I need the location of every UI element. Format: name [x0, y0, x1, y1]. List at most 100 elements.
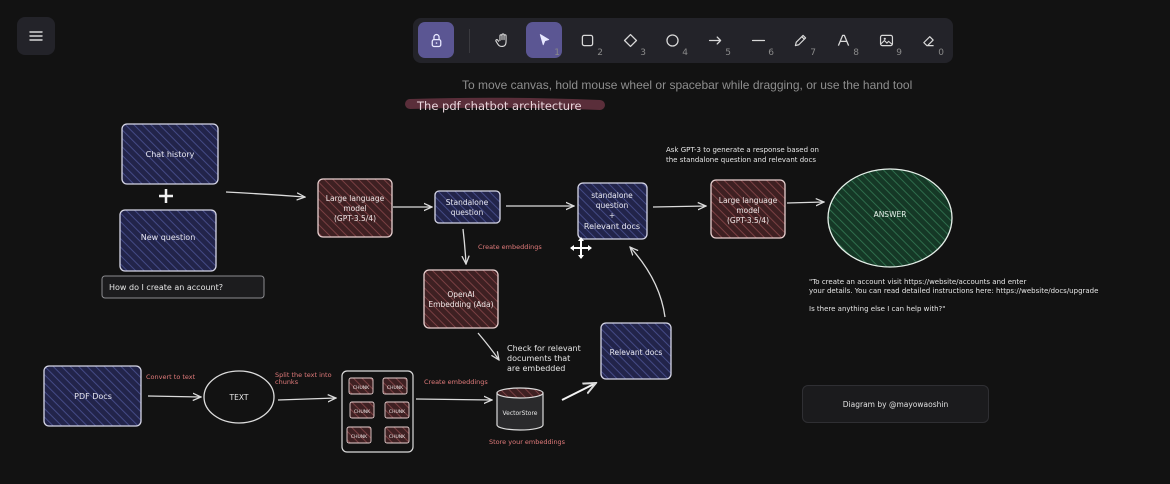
- chunk-box[interactable]: [384, 426, 410, 444]
- chunk-label: CHUNK: [351, 434, 368, 440]
- arrow-combo-to-llm2: [652, 206, 706, 207]
- gpt-note-line2: the standalone question and relevant doc…: [666, 156, 816, 164]
- llm1-label-line3: (GPT-3.5/4): [334, 214, 376, 223]
- check-text-line2: documents that: [507, 354, 570, 363]
- chunk-grid: CHUNK CHUNK CHUNK CHUNK CHUNK CHUNK: [346, 377, 410, 444]
- chunk-box[interactable]: [384, 401, 410, 419]
- check-text-line3: are embedded: [507, 364, 565, 373]
- new-question-label: New question: [141, 233, 196, 242]
- text-tool-button[interactable]: 8: [825, 22, 861, 58]
- eraser-tool-button[interactable]: 0: [910, 22, 946, 58]
- openai-embedding-box[interactable]: [423, 269, 499, 329]
- llm2-label-line2: model: [736, 206, 759, 215]
- tool-shortcut: 1: [554, 48, 560, 58]
- vectorstore-label: VectorStore: [503, 410, 538, 417]
- image-tool-button[interactable]: 9: [868, 22, 904, 58]
- toolbar-divider: [469, 29, 470, 53]
- user-query-box[interactable]: [101, 275, 265, 299]
- standalone-question-box[interactable]: [434, 190, 501, 224]
- rectangle-tool-button[interactable]: 2: [569, 22, 605, 58]
- llm2-label-line1: Large language: [719, 196, 778, 205]
- ellipse-tool-button[interactable]: 4: [654, 22, 690, 58]
- openai-label-line2: Embedding (Ada): [428, 300, 493, 309]
- convert-to-text-label: Convert to text: [146, 373, 196, 381]
- move-cursor-icon: [570, 237, 592, 259]
- chunk-box[interactable]: [346, 426, 372, 444]
- circle-icon: [665, 33, 679, 47]
- chunk-label: CHUNK: [354, 409, 371, 415]
- hamburger-icon: [29, 31, 43, 41]
- answer-circle[interactable]: [827, 168, 953, 268]
- tool-shortcut: 9: [896, 48, 902, 58]
- tool-shortcut: 6: [768, 48, 774, 58]
- answer-text-line1: "To create an account visit https://webs…: [809, 278, 1026, 286]
- tool-shortcut: 3: [640, 48, 646, 58]
- standalone-plus-docs-box[interactable]: [577, 182, 648, 240]
- line-tool-button[interactable]: 6: [740, 22, 776, 58]
- combo-label-line1: standalone: [591, 191, 633, 200]
- llm2-label-line3: (GPT-3.5/4): [727, 216, 769, 225]
- llm2-box[interactable]: [710, 179, 786, 239]
- line-icon: [751, 39, 765, 41]
- store-embeddings-label: Store your embeddings: [489, 438, 566, 446]
- combo-label-line3: +: [609, 211, 615, 220]
- canvas-hint-text: To move canvas, hold mouse wheel or spac…: [462, 78, 913, 92]
- split-label-line1: Split the text into: [275, 371, 332, 379]
- pointer-icon: [539, 33, 549, 45]
- llm1-box[interactable]: [317, 178, 393, 238]
- combo-label-line4: Relevant docs: [584, 222, 640, 231]
- vectorstore-cylinder[interactable]: [496, 387, 544, 431]
- text-node[interactable]: [203, 370, 275, 424]
- lock-tool-button[interactable]: [418, 22, 454, 58]
- arrow-vectorstore-to-docs: [561, 383, 596, 401]
- arrow-chunks-to-vectorstore: [415, 399, 492, 400]
- hand-tool-button[interactable]: [484, 22, 520, 58]
- arrow-right-icon: [708, 35, 721, 45]
- diamond-icon: [623, 33, 637, 47]
- tool-shortcut: 4: [682, 48, 688, 58]
- pdf-docs-box[interactable]: [43, 365, 142, 427]
- hand-icon: [494, 32, 507, 47]
- draw-tool-button[interactable]: 7: [782, 22, 818, 58]
- chunk-label: CHUNK: [389, 409, 406, 415]
- standalone-label-line1: Standalone: [446, 198, 489, 207]
- chunk-label: CHUNK: [387, 385, 404, 391]
- image-icon: [879, 34, 893, 46]
- text-node-label: TEXT: [229, 393, 249, 402]
- new-question-box[interactable]: [119, 209, 217, 272]
- text-icon: [837, 34, 849, 46]
- tool-shortcut: 7: [810, 48, 816, 58]
- arrow-tool-button[interactable]: 5: [697, 22, 733, 58]
- chunks-container[interactable]: [341, 370, 414, 453]
- rectangle-icon: [581, 34, 593, 46]
- arrow-embedding-to-vectorstore: [477, 332, 499, 360]
- title-highlight: [405, 97, 605, 110]
- chunk-box[interactable]: [349, 401, 375, 419]
- diagram-credit-box[interactable]: Diagram by @mayowaoshin: [802, 385, 989, 423]
- chat-history-box[interactable]: [121, 123, 219, 185]
- relevant-docs-label: Relevant docs: [610, 348, 663, 357]
- standalone-label-line2: question: [451, 208, 484, 217]
- split-label-line2: chunks: [275, 378, 299, 386]
- arrow-to-llm: [225, 191, 305, 197]
- chunk-box[interactable]: [348, 377, 374, 395]
- chunk-box[interactable]: [382, 377, 408, 395]
- openai-label-line1: OpenAI: [447, 290, 474, 299]
- answer-text-line2: your details. You can read detailed inst…: [809, 287, 1098, 295]
- arrow-standalone-to-embedding: [463, 228, 466, 264]
- diagram-title: The pdf chatbot architecture: [416, 99, 582, 113]
- check-text-line1: Check for relevant: [507, 344, 581, 353]
- answer-label: ANSWER: [874, 210, 907, 219]
- arrow-docs-to-combo: [630, 247, 666, 318]
- gpt-note-line1: Ask GPT-3 to generate a response based o…: [666, 146, 819, 154]
- diagram-credit-text: Diagram by @mayowaoshin: [842, 399, 949, 409]
- plus-icon: [159, 189, 173, 203]
- arrow-llm2-to-answer: [786, 202, 824, 203]
- combo-label-line2: question: [596, 201, 629, 210]
- main-menu-button[interactable]: [17, 17, 55, 55]
- selection-tool-button[interactable]: 1: [526, 22, 562, 58]
- diamond-tool-button[interactable]: 3: [612, 22, 648, 58]
- pencil-icon: [794, 34, 806, 46]
- relevant-docs-box[interactable]: [600, 322, 672, 380]
